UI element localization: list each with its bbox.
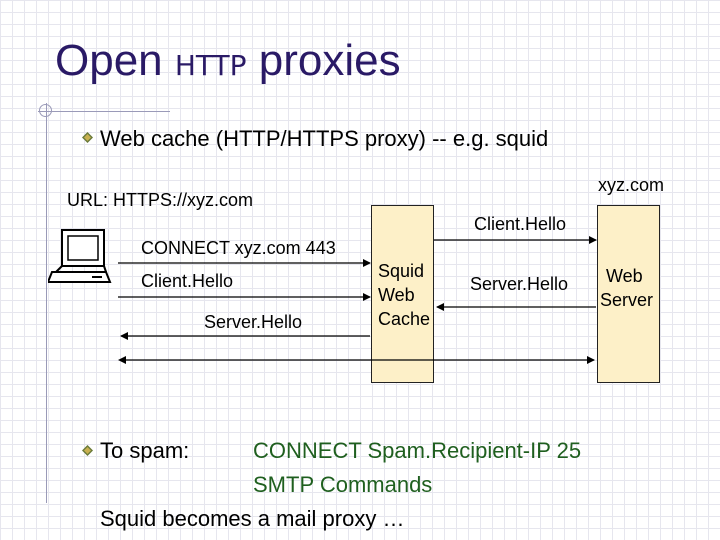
server-hello-left: Server.Hello [204,312,303,332]
proxy-label-line: Cache [378,309,431,329]
arrow-tunnel-start-head [118,356,126,364]
spam-line-conclusion: Squid becomes a mail proxy … [100,506,405,531]
server-name-label: xyz.com [598,175,665,195]
client-hello-left: Client.Hello [141,271,234,291]
squid-proxy-box [371,205,434,383]
server-label-line: Server [600,290,654,310]
title-part-proxies: proxies [258,36,401,85]
bullet-diamond-icon [82,132,93,143]
proxy-label-line: Squid [378,261,425,281]
web-server-box [597,205,660,383]
proxy-label: Squid Web Cache [378,259,430,331]
server-hello-right: Server.Hello [470,274,569,294]
slide-title: Open HTTP proxies [55,36,401,86]
decorative-horizontal-line [38,111,170,112]
connect-message: CONNECT xyz.com 443 [141,238,336,258]
bullet-to-spam: To spam: [100,438,190,463]
proxy-label-line: Web [378,285,415,305]
client-hello-right: Client.Hello [474,214,567,234]
server-label-line: Web [606,266,643,286]
bullet-diamond-icon [82,445,93,456]
spam-line-smtp: SMTP Commands [253,472,433,497]
title-part-open: Open [55,36,163,85]
bullet-web-cache: Web cache (HTTP/HTTPS proxy) -- e.g. squ… [100,126,549,151]
decorative-vertical-line [46,103,47,503]
spam-line-connect: CONNECT Spam.Recipient-IP 25 [253,438,582,463]
decorative-circle [39,104,52,117]
computer-icon [46,226,114,297]
server-label: Web Server [600,264,653,312]
title-part-http: HTTP [174,49,247,82]
url-label: URL: HTTPS://xyz.com [67,190,254,210]
